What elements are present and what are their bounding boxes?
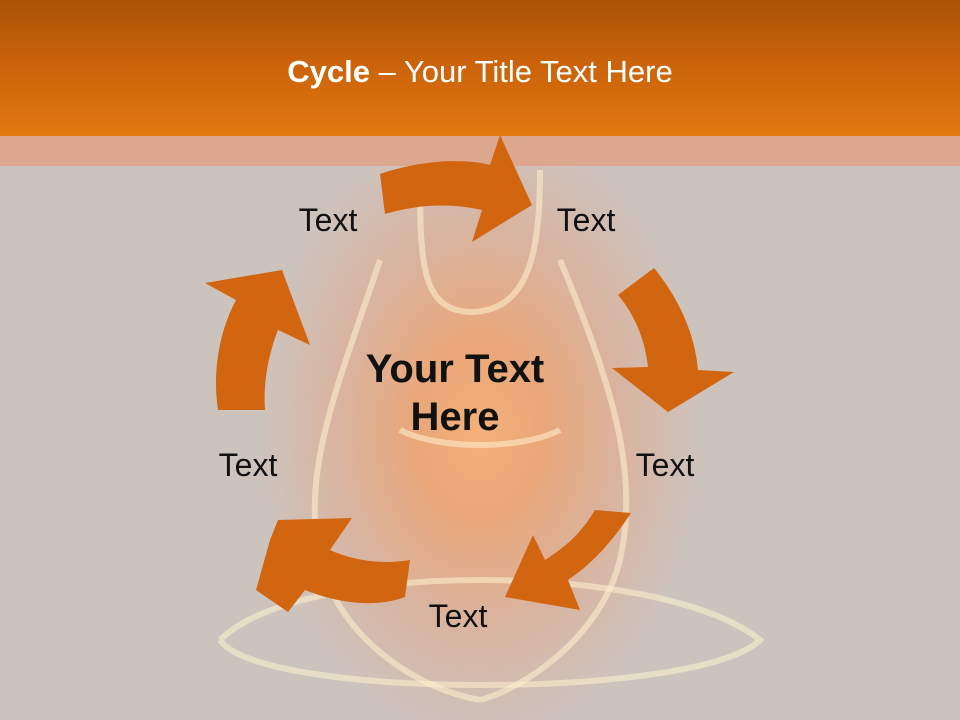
cycle-label-1: Text <box>298 202 358 238</box>
center-text: Your Text Here <box>330 345 580 441</box>
title-bar <box>0 0 960 136</box>
title-band <box>0 136 960 166</box>
center-text-line1: Your Text <box>365 347 545 391</box>
title-bold: Cycle <box>287 54 370 89</box>
cycle-arrow-3 <box>505 510 631 610</box>
cycle-label-3: Text <box>635 447 695 483</box>
cycle-label-5: Text <box>218 447 278 483</box>
title-rest: – Your Title Text Here <box>370 54 673 89</box>
cycle-label-2: Text <box>556 202 616 238</box>
center-text-line2: Here <box>410 395 500 439</box>
cycle-label-4: Text <box>428 598 488 634</box>
slide-title: Cycle – Your Title Text Here <box>0 54 960 90</box>
cycle-arrow-4 <box>256 518 410 612</box>
cycle-arrow-5 <box>205 270 310 410</box>
cycle-arrow-2 <box>612 268 734 412</box>
cycle-arrow-1 <box>380 135 532 242</box>
